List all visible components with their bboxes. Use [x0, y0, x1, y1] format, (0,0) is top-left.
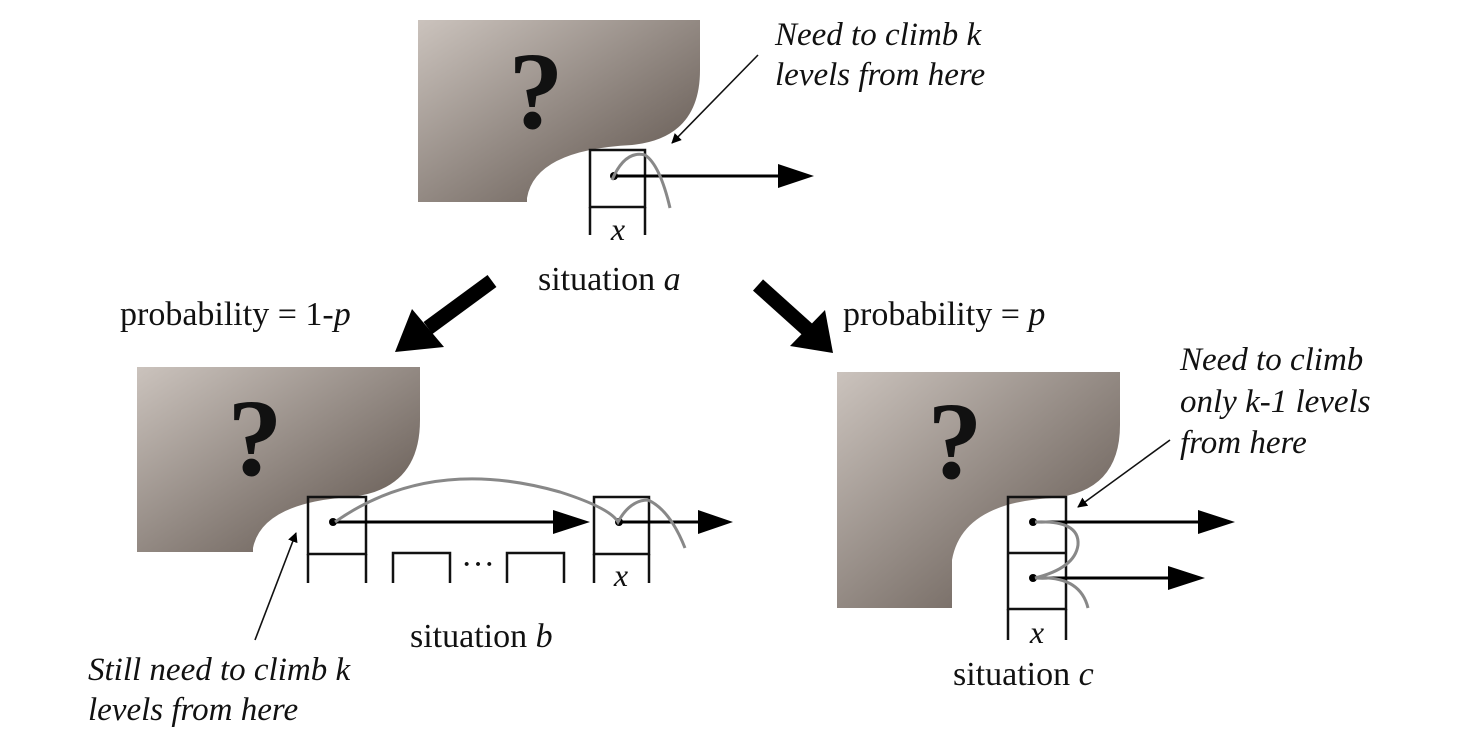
- situation-c-note-line3: from here: [1180, 425, 1307, 461]
- situation-c-question-mark: ?: [928, 380, 983, 502]
- situation-b-start-node-box: [306, 495, 368, 556]
- situation-a-note-line1: Need to climb k: [774, 17, 983, 53]
- situation-a-arrowhead: [778, 164, 814, 188]
- situation-a-group: ? x Need to climb k levels from here sit…: [418, 17, 985, 298]
- situation-a-note-arrow: [671, 54, 759, 144]
- situation-b-label: situation b: [410, 618, 553, 655]
- situation-b-target-node-box: [592, 495, 651, 556]
- situation-c-search-path: [1034, 520, 1090, 609]
- right-branch: probability = p: [752, 279, 1045, 353]
- situation-c-unknown-region: [837, 372, 1120, 608]
- situation-c-note-line1: Need to climb: [1179, 342, 1363, 378]
- situation-b-note-line1: Still need to climb k: [88, 652, 351, 688]
- situation-b-target-arrowhead: [698, 510, 733, 534]
- situation-a-node-box: [588, 148, 647, 209]
- situation-a-search-path: [610, 152, 672, 209]
- situation-a-unknown-region: [418, 20, 700, 202]
- situation-c-node-label: x: [1029, 614, 1044, 650]
- right-branch-arrowhead: [790, 310, 833, 353]
- situation-a-node-label: x: [610, 211, 625, 247]
- situation-b-note-arrow: [254, 532, 298, 641]
- left-branch: probability = 1-p: [120, 274, 497, 352]
- right-branch-arrow-shaft: [752, 279, 814, 336]
- right-branch-probability: probability = p: [843, 296, 1045, 333]
- situation-c-group: ? x situation c Need to climb only k-1 l…: [837, 342, 1371, 693]
- situation-a-note-line2: levels from here: [775, 57, 985, 93]
- situation-a-label: situation a: [538, 261, 681, 298]
- situation-b-search-path: [334, 477, 687, 549]
- situation-c-note-line2: only k-1 levels: [1180, 384, 1371, 420]
- situation-b-middle-node-1: [391, 551, 452, 583]
- situation-c-label: situation c: [953, 656, 1094, 693]
- situation-b-unknown-region: [137, 367, 420, 552]
- situation-c-upper-arrowhead: [1198, 510, 1235, 534]
- left-branch-arrowhead: [395, 309, 444, 352]
- situation-a-question-mark: ?: [509, 30, 564, 152]
- situation-b-note-line2: levels from here: [88, 692, 298, 728]
- situation-c-note-arrow: [1077, 439, 1171, 508]
- left-branch-probability: probability = 1-p: [120, 296, 351, 333]
- situation-b-long-arrowhead: [553, 510, 590, 534]
- situation-b-question-mark: ?: [228, 377, 283, 499]
- left-branch-arrow-shaft: [423, 274, 497, 335]
- situation-b-middle-node-2: [505, 551, 566, 583]
- situation-b-ellipsis: ···: [461, 546, 495, 583]
- situation-b-node-label: x: [613, 557, 628, 593]
- situation-b-group: ? ··· x situation b Still need to climb …: [88, 367, 733, 728]
- situation-c-lower-arrowhead: [1168, 566, 1205, 590]
